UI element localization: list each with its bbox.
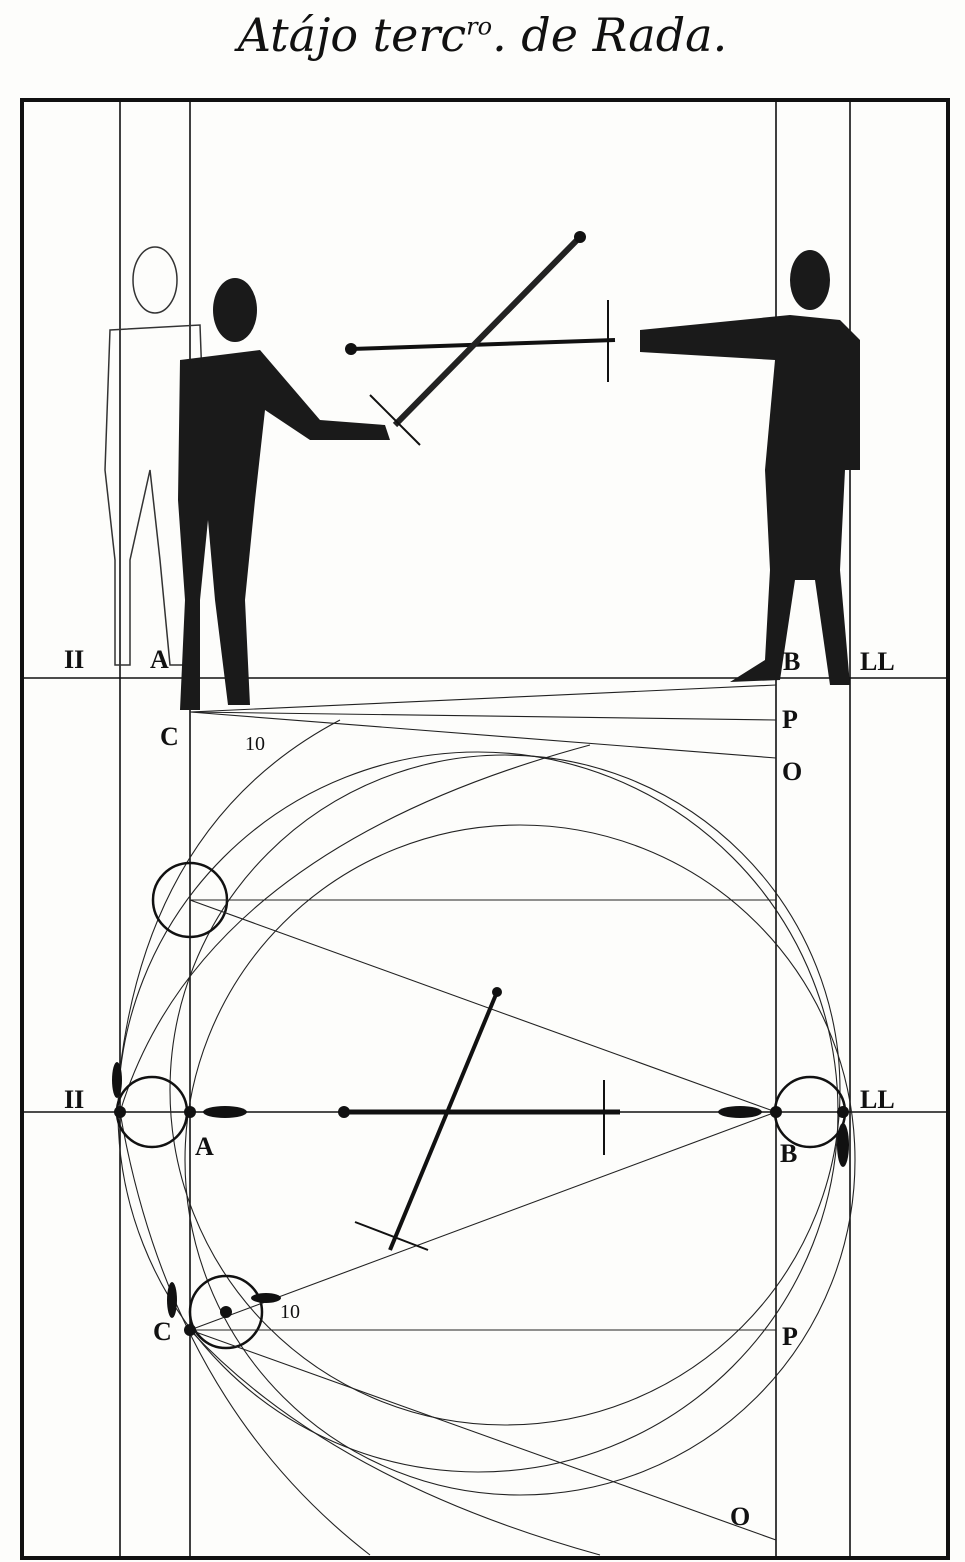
circle-3 bbox=[184, 824, 856, 1496]
line-C-P bbox=[189, 711, 777, 721]
circle-2 bbox=[169, 754, 841, 1426]
label-P-upper: P bbox=[782, 705, 798, 734]
plan-sword-A bbox=[388, 991, 499, 1251]
frame bbox=[20, 98, 950, 1560]
label-B-lower: B bbox=[780, 1139, 797, 1168]
fencer-B bbox=[640, 250, 860, 685]
label-LL-lower: LL bbox=[860, 1085, 895, 1114]
sword-B bbox=[350, 338, 616, 351]
sword-A-crossguard bbox=[369, 394, 421, 446]
line-C-O-plan bbox=[189, 1329, 777, 1541]
label-10-lower: 10 bbox=[280, 1301, 300, 1323]
label-O-upper: O bbox=[782, 757, 802, 786]
arc-4 bbox=[189, 1329, 601, 1556]
title-superscript: ro bbox=[466, 12, 493, 41]
plan-crossguard-A bbox=[354, 1221, 429, 1251]
title-text: Atájo terc bbox=[237, 8, 467, 62]
arc-3 bbox=[119, 1111, 371, 1556]
label-O-lower: O bbox=[730, 1502, 750, 1531]
diagram-title: Atájo tercro. de Rada. bbox=[0, 8, 965, 62]
line-C-O bbox=[189, 711, 777, 759]
label-II-upper: II bbox=[64, 645, 84, 674]
line-diagonal bbox=[189, 899, 777, 1113]
line-C-B-plan bbox=[189, 1111, 777, 1331]
plan-feet bbox=[112, 987, 849, 1336]
title-rest: . de Rada. bbox=[492, 8, 728, 62]
label-II-lower: II bbox=[64, 1085, 84, 1114]
sword-B-tip bbox=[345, 343, 357, 355]
label-C-lower: C bbox=[153, 1317, 172, 1346]
label-C-upper: C bbox=[160, 722, 179, 751]
label-A-lower: A bbox=[195, 1132, 214, 1161]
line-C-B bbox=[189, 684, 777, 713]
label-10-upper: 10 bbox=[245, 733, 265, 755]
circle-C bbox=[188, 1274, 264, 1350]
label-B-upper: B bbox=[783, 647, 800, 676]
sword-A-tip bbox=[574, 231, 586, 243]
arc-2 bbox=[119, 744, 591, 1113]
sword-A bbox=[392, 234, 583, 428]
label-A-upper: A bbox=[150, 645, 169, 674]
label-LL-upper: LL bbox=[860, 647, 895, 676]
fencer-A bbox=[178, 278, 390, 710]
label-P-lower: P bbox=[782, 1322, 798, 1351]
arc-1 bbox=[119, 719, 341, 1071]
